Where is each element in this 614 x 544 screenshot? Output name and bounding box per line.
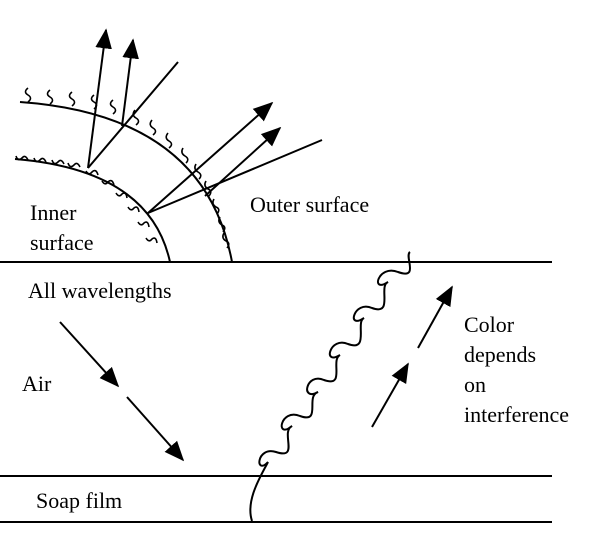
inner-surface-label-line2: surface (30, 230, 94, 255)
color-label-line4: interference (464, 402, 570, 427)
color-label-line2: depends (464, 342, 537, 367)
reflected-rays (87, 28, 323, 214)
inner-surface-curve (14, 158, 171, 263)
outer-surface-curve (19, 101, 233, 263)
inner-surface-molecules (15, 155, 158, 244)
inner-surface-label-line1: Inner (30, 200, 77, 225)
outer-surface-label: Outer surface (250, 192, 370, 217)
inner-surface-label: Inner surface (30, 198, 94, 258)
soap-film-label: Soap film (36, 488, 123, 513)
air-label: Air (22, 371, 52, 396)
color-arrows (371, 285, 453, 428)
color-label-line1: Color (464, 312, 515, 337)
incident-ray (59, 321, 185, 462)
interference-wave (249, 251, 411, 522)
color-label-line3: on (464, 372, 486, 397)
outer-surface-molecules (24, 87, 230, 249)
color-interference-label: Color depends on interference (464, 310, 569, 430)
all-wavelengths-label: All wavelengths (28, 278, 172, 303)
